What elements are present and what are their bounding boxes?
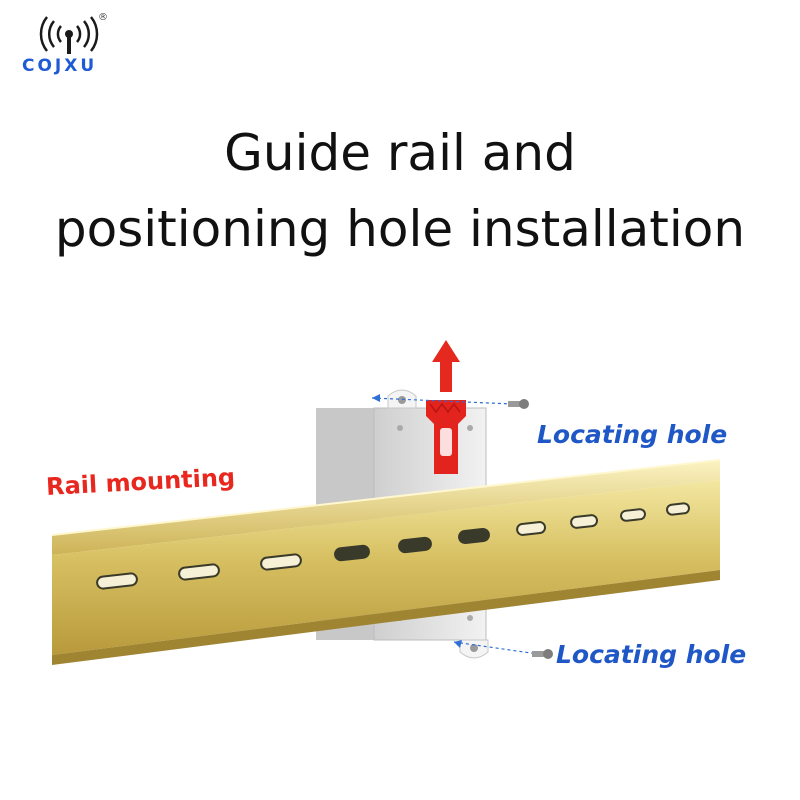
page-title-line-1: Guide rail and (224, 124, 576, 182)
locating-hole-label-bottom: Locating hole (556, 640, 747, 669)
locating-screw-bottom (453, 640, 553, 659)
rail-clip (426, 400, 466, 474)
locating-screw-top (371, 394, 529, 409)
brand-wordmark: COJXU (22, 56, 98, 76)
din-rail-illustration (51, 340, 721, 665)
din-rail (51, 459, 721, 665)
registered-mark: ® (98, 12, 108, 23)
wireless-signal-icon (39, 16, 99, 54)
pull-up-arrow (432, 340, 460, 392)
brand-logo: ® COJXU (16, 10, 126, 80)
page-title-line-2: positioning hole installation (54, 200, 746, 258)
locating-hole-label-top: Locating hole (537, 420, 728, 449)
